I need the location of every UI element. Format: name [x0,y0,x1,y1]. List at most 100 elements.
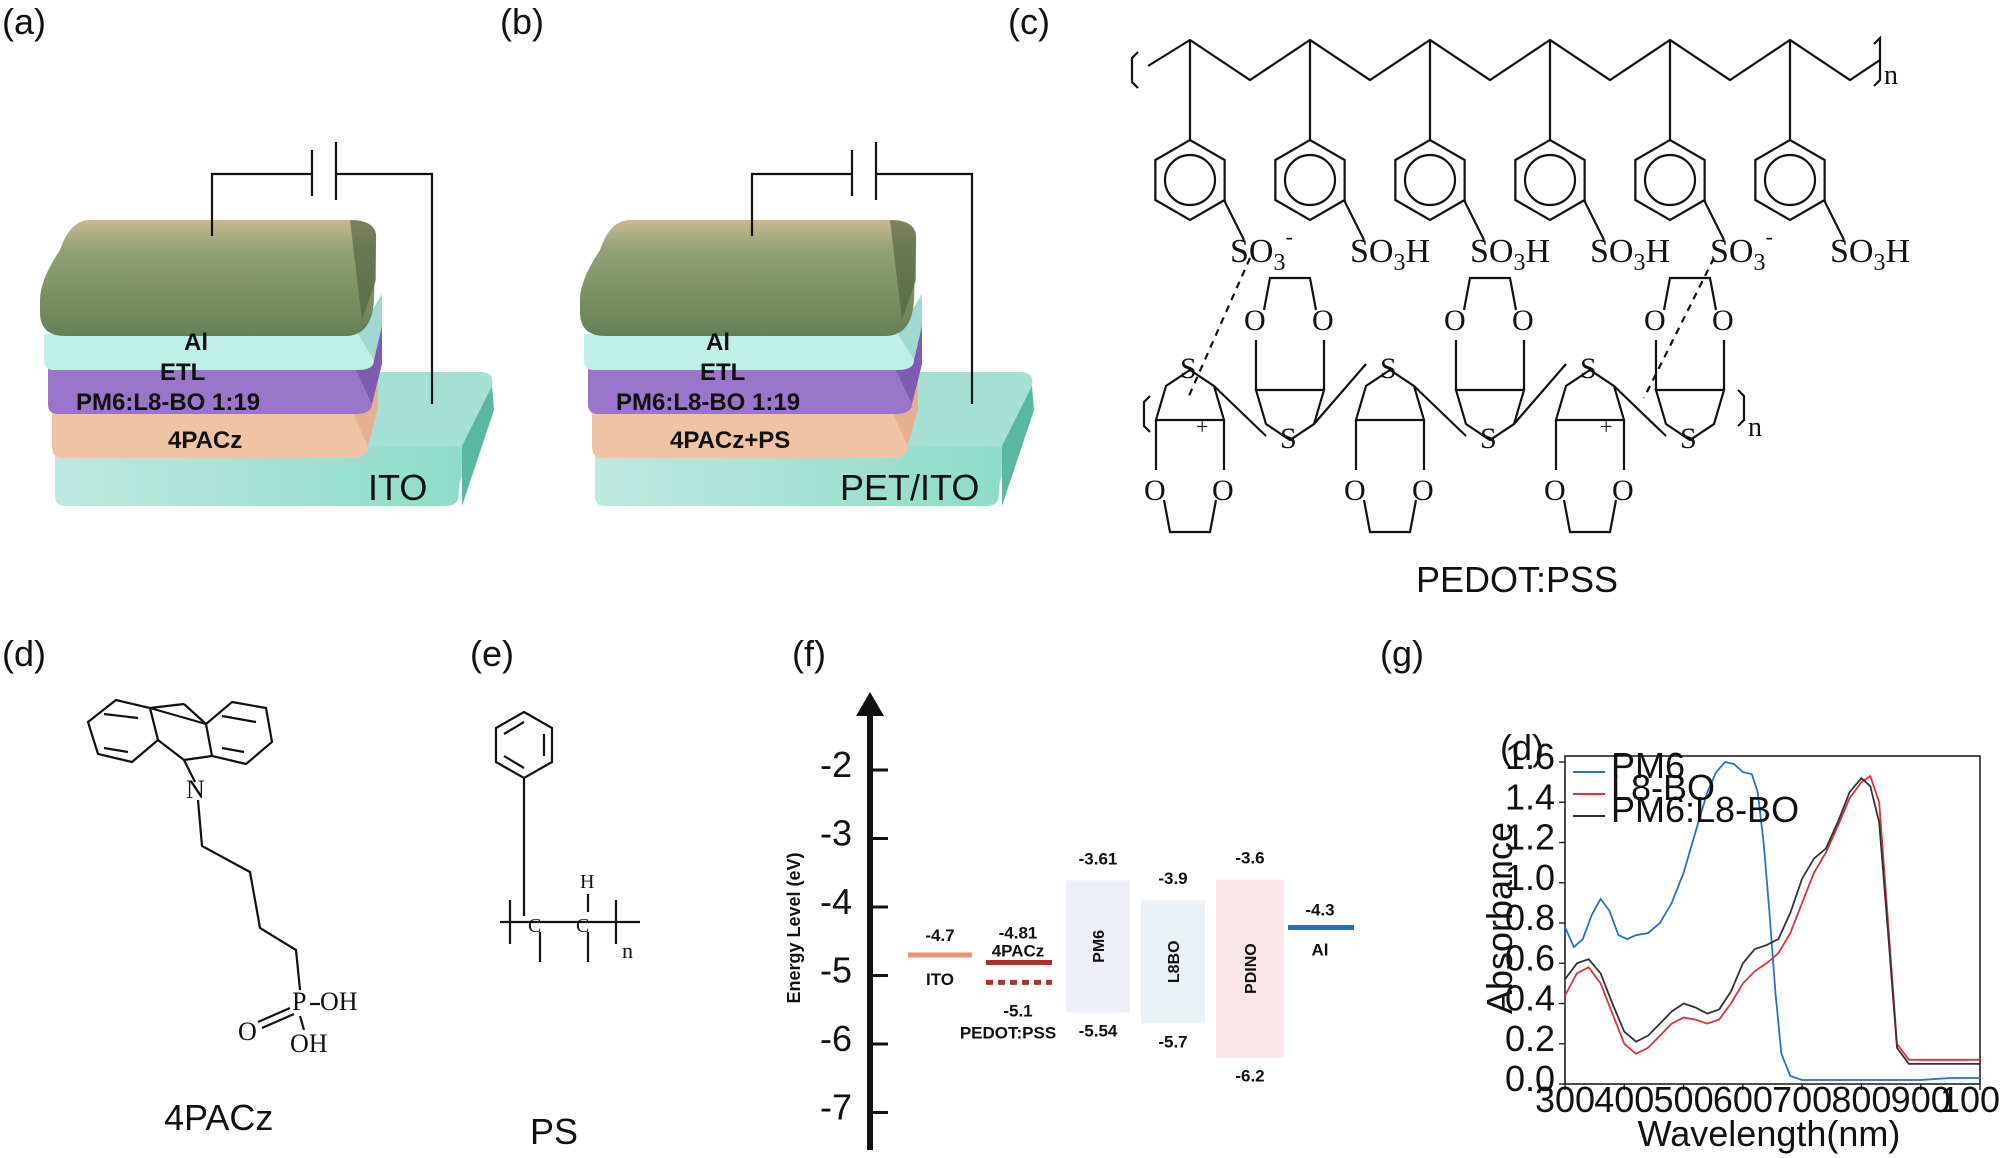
energy-level-name: 4PACz [992,941,1045,960]
4pacz-OH1: OH [320,987,358,1016]
ps-aromatic [503,721,546,769]
panel-label-g: (g) [1380,633,1424,674]
4pacz-N: N [186,775,205,804]
series-line-pm6 [1564,761,1980,1081]
pedot-link [1313,363,1367,425]
chart-ytick-label: 1.4 [1505,776,1555,817]
pedot-O-0b: O [1212,474,1234,507]
pss-ring-circle [1643,153,1697,207]
layer-al [580,220,917,336]
pedot-dioxane [1454,276,1526,390]
device-stack-a: Al ETL PM6:L8-BO 1:19 4PACz ITO [40,142,494,508]
label-ito-a: ITO [368,467,427,508]
energy-lumo-label: -3.6 [1235,849,1264,868]
label-active-a: PM6:L8-BO 1:19 [76,389,260,416]
substrate-front [55,446,463,506]
pedot-O-1a: O [1244,304,1266,337]
ps-ring [494,710,554,916]
pss-ring-circle [1283,153,1337,207]
label-pet-ito-b: PET/ITO [840,467,979,508]
pss-group-3: SO3H [1590,233,1670,276]
chart-ytick-label: 1.6 [1505,736,1555,777]
energy-level-value: -4.7 [925,926,954,945]
pss-group-1: SO3H [1350,233,1430,276]
pss-sulfonate-bond [1343,199,1365,241]
pedot-thiophene [1454,388,1526,442]
panel-label-d: (d) [2,633,46,674]
pedot-O-3b: O [1512,304,1534,337]
pss-sulfonate-bond [1823,199,1845,241]
substrate-side [1002,386,1034,506]
pedot-thiophene [1654,388,1726,442]
pss-phenyl-ring [1274,138,1346,222]
layer-al-side [890,220,917,320]
layer-4pacz [52,412,368,458]
pedot-link [1613,385,1667,437]
energy-box-name: PDINO [1243,943,1260,994]
pss-group-4: SO3- [1710,224,1773,276]
label-4pacz-ps-b: 4PACz+PS [670,427,790,454]
4pacz-caption: 4PACz [164,1097,273,1138]
chart-xtick-label: 300 [1535,1079,1595,1120]
pss-ring-circle [1163,153,1217,207]
pss-phenyl-ring [1754,138,1826,222]
pedot-O-4a: O [1544,474,1566,507]
pss-sulfonate-bond [1703,199,1725,241]
pss-group-2: SO3H [1470,233,1550,276]
energy-axis-arrow [856,692,884,716]
energy-lumo-label: -3.61 [1079,849,1118,868]
chart-xtick-label: 400 [1594,1079,1654,1120]
energy-box-name: PM6 [1091,930,1108,963]
pedot-S-5: S [1680,422,1697,455]
pedot-thiophene [1554,368,1626,422]
ionic-interaction-line [1186,257,1715,399]
ps-H: H [580,871,594,893]
pedot-O-1b: O [1312,304,1334,337]
pedot-S-2: S [1380,352,1397,385]
energy-tick-label: -7 [820,1087,852,1128]
chart-ytick-label: 0.0 [1505,1058,1555,1099]
energy-box-l8bo [1141,900,1205,1024]
4pacz-bonds [86,698,302,991]
layer-etl-side [898,294,922,360]
pedot-link [1413,385,1467,437]
pedot-O-4b: O [1612,474,1634,507]
chart-ytick-label: 0.4 [1505,978,1555,1019]
chart-ytick-label: 0.6 [1505,937,1555,978]
pedot-O-5a: O [1644,304,1666,337]
pedot-S-3: S [1480,422,1497,455]
pedot-O-3a: O [1444,304,1466,337]
pss-group-0: SO3- [1230,224,1293,276]
pss-zigzag [1147,38,1881,82]
ps-C2: C [576,915,589,937]
ps-structure: C C H n PS [494,710,640,1152]
chart-xtick-label: 600 [1713,1079,1773,1120]
pss-sulfonate-bond [1463,199,1485,241]
pedot-S-1: S [1280,422,1297,455]
pedot-thiophene [1354,368,1426,422]
pedot-dioxane [1154,420,1226,534]
pedot-O-5b: O [1712,304,1734,337]
series-line-pm6l8bo [1564,776,1980,1065]
4pacz-O: O [238,1017,257,1046]
pss-group-5: SO3H [1830,233,1910,276]
pss-ring-circle [1523,153,1577,207]
device-stack-b: Al ETL PM6:L8-BO 1:19 4PACz+PS PET/ITO [580,142,1034,508]
pedot-S-4: S [1580,352,1597,385]
pedot-O-0a: O [1144,474,1166,507]
chart-xtick-label: 700 [1772,1079,1832,1120]
layer-etl [584,334,914,370]
chart-ytick-label: 1.2 [1505,817,1555,858]
pss-ring-circle [1403,153,1457,207]
pss-phenyl-ring [1634,138,1706,222]
4pacz-structure: N P OH OH O 4PACz [86,698,358,1138]
4pacz-aromatic [103,706,257,754]
pedot-dioxane [1654,276,1726,390]
pedot-n: n [1748,412,1762,443]
chart-ylabel: Absorbance [1479,822,1520,1014]
pss-phenyl-ring [1514,138,1586,222]
label-active-b: PM6:L8-BO 1:19 [616,389,800,416]
pedot-link [1213,385,1267,437]
